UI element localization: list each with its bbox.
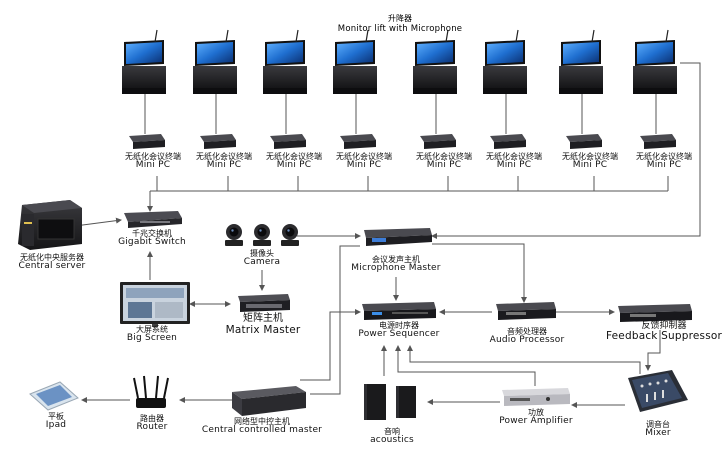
- mixer-label: 调音台 Mixer: [645, 420, 671, 439]
- terminal-en: Mini PC: [646, 160, 682, 171]
- terminal-cn: 无纸化会议终端: [416, 152, 472, 161]
- mini-pc-icon-1: [129, 134, 165, 149]
- central-controller-label: 网络型中控主机 Central controlled master: [201, 417, 323, 436]
- microphone-master-icon: [364, 228, 432, 246]
- camera-icon-2: [253, 224, 271, 246]
- mini-pc-icon-8: [640, 134, 676, 149]
- camera-icon-3: [281, 224, 299, 246]
- microphone-master-label: 会议发声主机 Microphone Master: [351, 255, 441, 274]
- monitor-lift-7: [559, 29, 603, 94]
- camera-icons: [225, 224, 299, 246]
- connection-lines: [74, 62, 701, 408]
- audio-processor-label: 音频处理器 Audio Processor: [489, 327, 565, 346]
- terminal-en: Mini PC: [276, 160, 312, 171]
- mini-pc-icon-2: [200, 134, 236, 149]
- camera-label: 摄像头 Camera: [243, 249, 281, 268]
- mixer-icon: [628, 370, 688, 412]
- big-screen-icon: [120, 282, 190, 327]
- monitor-lift-6: [483, 29, 527, 94]
- power-amplifier-label: 功放 Power Amplifier: [499, 408, 573, 427]
- terminal-cn: 无纸化会议终端: [125, 152, 181, 161]
- big-screen-label: 大屏系统 Big Screen: [126, 325, 178, 344]
- gigabit-switch-label: 千兆交换机 Gigabit Switch: [118, 229, 186, 248]
- terminal-en: Mini PC: [135, 160, 171, 171]
- central-server-label: 无纸化中央服务器 Central server: [18, 253, 86, 272]
- diagram-title: 升降器 Monitor lift with Microphone: [338, 13, 462, 34]
- ipad-icon: [29, 381, 79, 411]
- monitor-lift-8: [633, 29, 677, 94]
- monitor-lift-2: [193, 29, 237, 94]
- power-amplifier-icon: [502, 388, 570, 406]
- terminal-cn: 无纸化会议终端: [266, 152, 322, 161]
- terminal-en: Mini PC: [572, 160, 608, 171]
- router-label: 路由器 Router: [136, 414, 168, 433]
- title-cn: 升降器: [388, 14, 412, 23]
- feedback-suppressor-icon: [618, 304, 692, 322]
- terminal-en: Mini PC: [426, 160, 462, 171]
- acoustics-label: 音响 acoustics: [370, 427, 414, 446]
- terminal-cn: 无纸化会议终端: [336, 152, 392, 161]
- matrix-master-icon: [238, 294, 290, 312]
- mini-pc-icon-4: [340, 134, 376, 149]
- monitor-lift-1: [122, 29, 166, 94]
- camera-icon-1: [225, 224, 243, 246]
- terminal-cn: 无纸化会议终端: [196, 152, 252, 161]
- monitor-lift-4: [333, 29, 377, 94]
- monitor-lifts: [122, 29, 677, 149]
- mini-pc-icon-6: [490, 134, 526, 149]
- terminal-cn: 无纸化会议终端: [486, 152, 542, 161]
- audio-processor-icon: [496, 302, 556, 320]
- terminal-cn: 无纸化会议终端: [636, 152, 692, 161]
- title-en: Monitor lift with Microphone: [337, 24, 463, 34]
- monitor-lift-3: [263, 29, 307, 94]
- terminal-en: Mini PC: [346, 160, 382, 171]
- feedback-suppressor-label: 反馈抑制器 Feedback Suppressor: [605, 321, 723, 343]
- power-sequencer-icon: [362, 302, 436, 320]
- router-icon: [133, 375, 169, 408]
- central-controller-icon: [232, 386, 306, 416]
- ipad-label: 平板 Ipad: [45, 412, 67, 431]
- mini-pc-icon-7: [566, 134, 602, 149]
- monitor-lift-5: [413, 29, 457, 94]
- gigabit-switch-icon: [124, 211, 182, 228]
- central-server-icon: [18, 200, 82, 250]
- speakers-icon: [364, 384, 416, 420]
- terminal-en: Mini PC: [496, 160, 532, 171]
- terminal-en: Mini PC: [206, 160, 242, 171]
- mini-pc-icon-3: [270, 134, 306, 149]
- power-sequencer-label: 电源时序器 Power Sequencer: [358, 321, 440, 340]
- mini-pc-icon-5: [420, 134, 456, 149]
- terminal-cn: 无纸化会议终端: [562, 152, 618, 161]
- matrix-master-label: 矩阵主机 Matrix Master: [225, 313, 301, 336]
